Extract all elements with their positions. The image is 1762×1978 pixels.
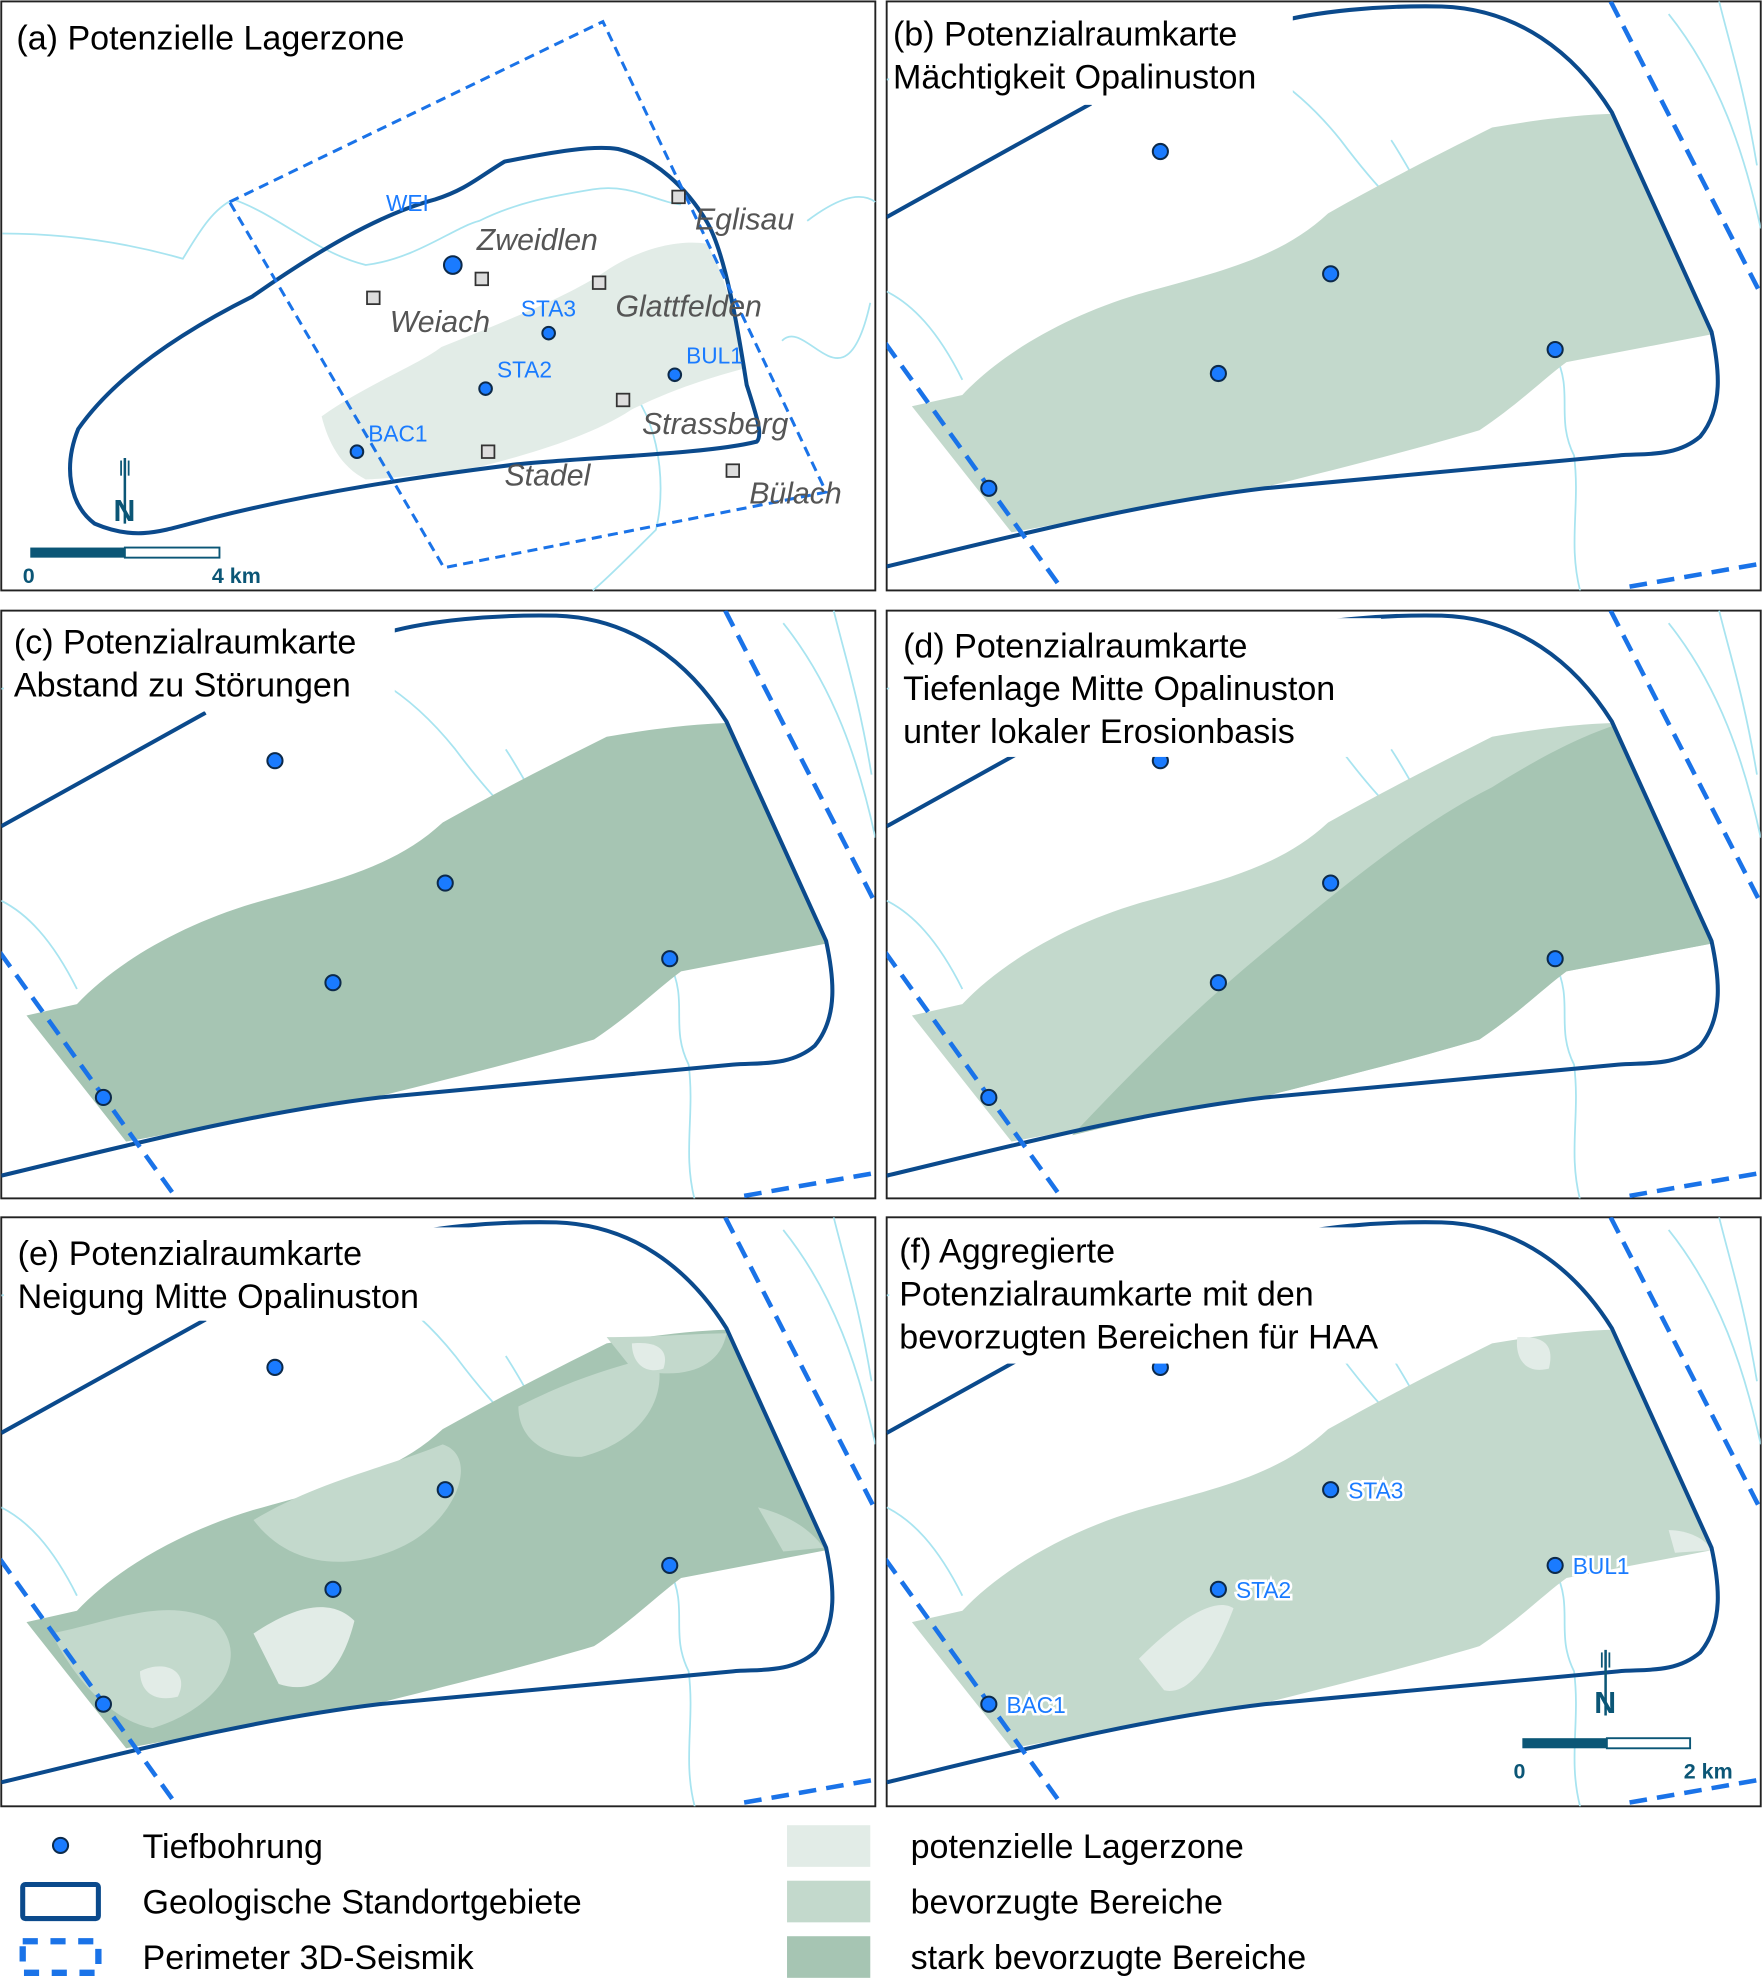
panel-c: (c) Potenzialraumkarte Abstand zu Störun… <box>0 609 877 1200</box>
town-buelach: Bülach <box>749 477 842 510</box>
panel-a: Eglisau Zweidlen Weiach Glattfelden Stra… <box>0 0 877 592</box>
scale-bar-f: 0 2 km <box>1514 1737 1733 1784</box>
well-label-bul1-f: BUL1 <box>1573 1553 1630 1579</box>
well-label-wei: WEI <box>386 190 429 216</box>
legend-potential-swatch <box>787 1825 871 1867</box>
well-label-sta2: STA2 <box>497 356 552 382</box>
well-label-bul1: BUL1 <box>686 342 743 368</box>
town-glattfelden: Glattfelden <box>616 291 762 324</box>
legend-outline-label: Geologische Standortgebiete <box>143 1884 582 1922</box>
north-arrow-icon: N <box>1594 1648 1616 1720</box>
legend-potential-label: potenzielle Lagerzone <box>911 1828 1244 1866</box>
legend-strong-label: stark bevorzugte Bereiche <box>911 1939 1307 1977</box>
legend-well-label: Tiefbohrung <box>143 1828 323 1866</box>
well-wei <box>442 255 463 275</box>
svg-text:0: 0 <box>23 564 35 588</box>
legend-perimeter-label: Perimeter 3D-Seismik <box>143 1939 475 1977</box>
strong-zone-d <box>1072 725 1712 1136</box>
perimeter-a <box>227 19 829 570</box>
town-zweidlen: Zweidlen <box>476 224 598 257</box>
svg-text:N: N <box>114 495 136 528</box>
potential-patches-e <box>140 1342 666 1699</box>
potential-patches-f <box>1138 1336 1712 1691</box>
town-weiach: Weiach <box>390 306 490 339</box>
panel-b: (b) Potenzialraumkarte Mächtigkeit Opali… <box>885 0 1762 592</box>
panel-c-title: (c) Potenzialraumkarte <box>14 624 356 662</box>
legend: Tiefbohrung Geologische Standortgebiete … <box>19 1825 1307 1978</box>
panel-b-title: (b) Potenzialraumkarte <box>893 16 1237 54</box>
towns <box>366 189 740 478</box>
well-label-sta3-f: STA3 <box>1348 1478 1403 1504</box>
panel-d-title: (d) Potenzialraumkarte <box>903 627 1247 665</box>
legend-outline-icon <box>20 1881 101 1922</box>
panel-a-title: (a) Potenzielle Lagerzone <box>16 19 404 57</box>
svg-text:4 km: 4 km <box>212 564 261 588</box>
panel-d: (d) Potenzialraumkarte Tiefenlage Mitte … <box>885 609 1762 1200</box>
town-stadel: Stadel <box>505 460 592 493</box>
well-label-bac1: BAC1 <box>368 421 427 447</box>
well-label-sta2-f: STA2 <box>1236 1577 1291 1603</box>
legend-well-icon <box>51 1836 70 1854</box>
potential-zone-a <box>321 242 745 480</box>
svg-text:Tiefenlage Mitte Opalinuston: Tiefenlage Mitte Opalinuston <box>903 670 1335 708</box>
svg-text:N: N <box>1594 1687 1616 1720</box>
town-strassberg: Strassberg <box>642 408 789 441</box>
legend-preferred-swatch <box>787 1880 871 1923</box>
panel-f: STA3 STA2 BUL1 BAC1 N 0 2 km (f) Aggregi… <box>885 1216 1762 1808</box>
svg-text:Mächtigkeit Opalinuston: Mächtigkeit Opalinuston <box>893 58 1256 96</box>
well-label-bac1-f: BAC1 <box>1006 1692 1065 1718</box>
svg-text:0: 0 <box>1514 1760 1526 1784</box>
panel-f-title: (f) Aggregierte <box>899 1233 1115 1271</box>
svg-text:bevorzugten Bereichen für HAA: bevorzugten Bereichen für HAA <box>899 1318 1378 1356</box>
legend-strong-swatch <box>787 1936 871 1978</box>
svg-text:unter lokaler Erosionbasis: unter lokaler Erosionbasis <box>903 713 1295 751</box>
well-label-sta3: STA3 <box>521 296 576 322</box>
town-eglisau: Eglisau <box>695 204 794 237</box>
north-arrow-icon: N <box>114 456 136 528</box>
legend-preferred-label: bevorzugte Bereiche <box>911 1884 1223 1922</box>
svg-text:2 km: 2 km <box>1684 1760 1733 1784</box>
svg-text:Potenzialraumkarte mit den: Potenzialraumkarte mit den <box>899 1276 1313 1314</box>
panel-e-title: (e) Potenzialraumkarte <box>18 1235 362 1273</box>
svg-text:Abstand zu Störungen: Abstand zu Störungen <box>14 666 351 704</box>
panel-e: (e) Potenzialraumkarte Neigung Mitte Opa… <box>0 1216 877 1808</box>
site-outline-a <box>68 145 762 536</box>
scale-bar-a: 0 4 km <box>23 546 261 588</box>
legend-perimeter-icon <box>19 1938 102 1976</box>
svg-text:Neigung Mitte Opalinuston: Neigung Mitte Opalinuston <box>18 1278 419 1316</box>
